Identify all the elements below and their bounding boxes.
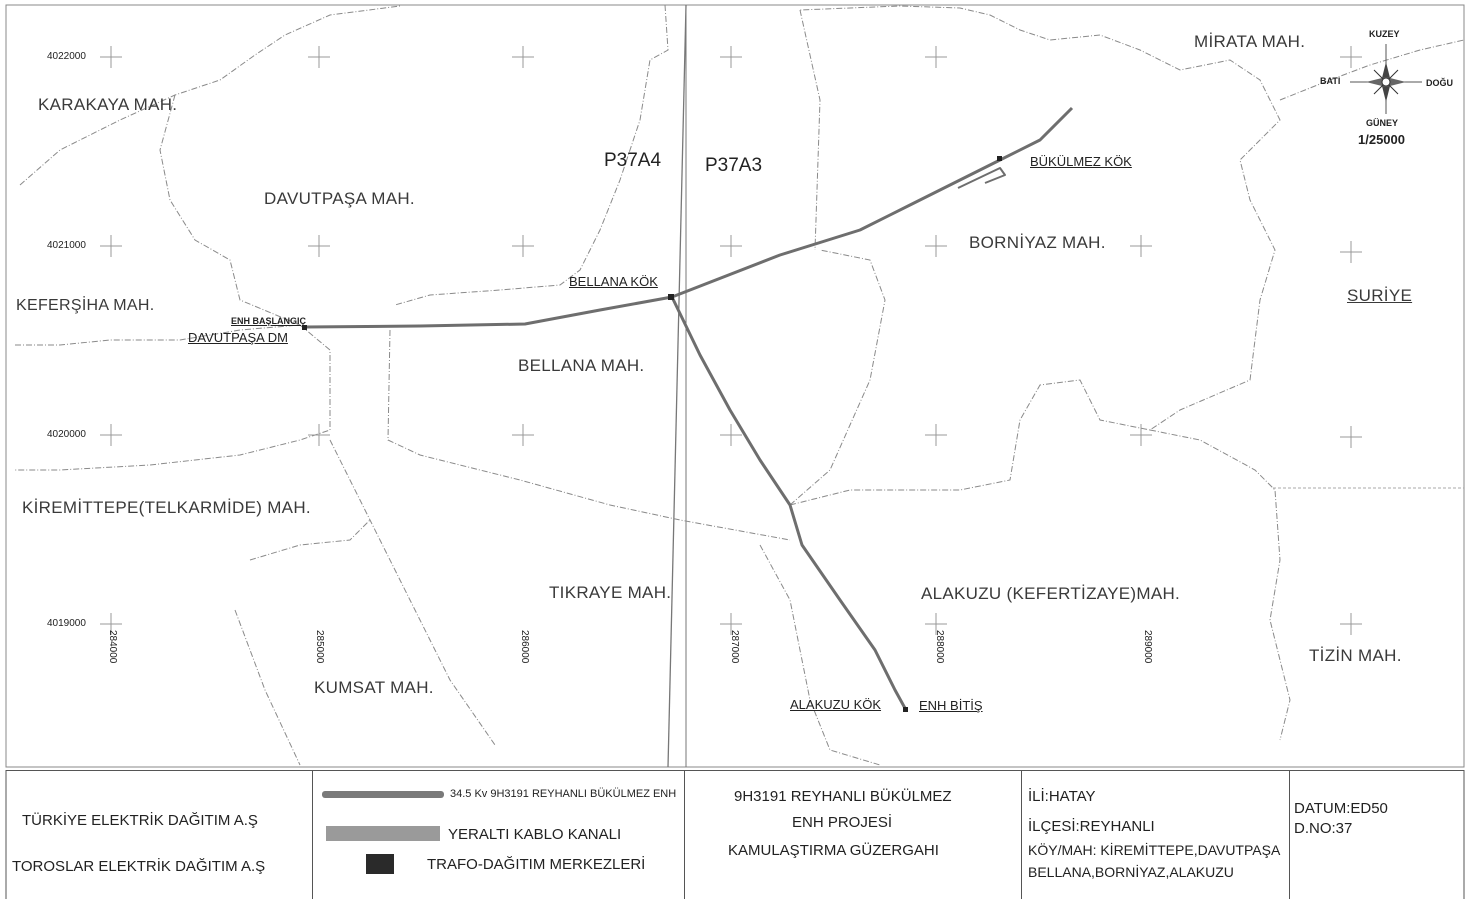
area-label-kiremittepe: KİREMİTTEPE(TELKARMİDE) MAH. [22,498,311,517]
area-label-tikraye: TIKRAYE MAH. [549,583,672,602]
area-label-davutpasa: DAVUTPAŞA MAH. [264,189,415,208]
sheet-label-left: P37A4 [604,150,662,171]
point-label-davutpasa-dm: DAVUTPAŞA DM [188,330,288,345]
title-block-divider [1021,770,1022,899]
map-area: KARAKAYA MAH. DAVUTPAŞA MAH. KEFERŞİHA M… [5,4,1465,768]
boundary-karakaya [19,5,401,186]
project-title-line1: 9H3191 REYHANLI BÜKÜLMEZ [734,788,952,805]
company-name-tedas: TÜRKİYE ELEKTRİK DAĞITIM A.Ş [22,812,258,829]
easting-label: 284000 [107,630,118,664]
compass-star-icon [1350,44,1422,114]
boundary-kumsat-north [249,519,371,561]
point-label-bukulmez-kok: BÜKÜLMEZ KÖK [1030,154,1132,169]
title-block-frame [5,770,1465,899]
map-scale: 1/25000 [1358,132,1405,147]
easting-label: 288000 [934,630,945,664]
area-label-bellana: BELLANA MAH. [518,356,645,375]
point-label-bellana-kok: BELLANA KÖK [569,274,658,289]
route-segment-south [670,296,908,711]
map-drawing [5,4,1465,768]
boundary-davutpasa-east [394,4,669,306]
node-bukulmez-kok [997,156,1002,161]
area-label-mirata: MİRATA MAH. [1194,32,1306,51]
location-koy-line2: BELLANA,BORNİYAZ,ALAKUZU [1028,864,1234,880]
boundary-tikraye-alakuzu [759,544,881,766]
area-label-karakaya: KARAKAYA MAH. [38,95,178,114]
point-label-enh-bitis: ENH BİTİŞ [919,698,983,713]
node-enh-bitis [903,707,908,712]
northing-label: 4019000 [47,618,86,629]
project-title-line2: ENH PROJESİ [792,814,893,831]
location-koy-line1: KÖY/MAH: KİREMİTTEPE,DAVUTPAŞA [1028,842,1281,858]
boundary-bellana-south [387,329,791,541]
route-segment-bukulmez-spur [957,167,1006,189]
legend-trafo-swatch [366,854,394,874]
easting-label: 285000 [314,630,325,664]
route-segment-west [304,295,673,329]
grid-crosses [100,46,1362,635]
compass-west-label: BATI [1320,76,1341,86]
easting-label: 286000 [519,630,530,664]
easting-label: 289000 [1142,630,1153,664]
legend-trafo-label: TRAFO-DAĞITIM MERKEZLERİ [427,856,646,873]
company-name-toroslar: TOROSLAR ELEKTRİK DAĞITIM A.Ş [12,858,266,875]
boundary-kiremittepe [15,324,331,471]
boundary-kumsat-west [234,609,301,766]
compass-east-label: DOĞU [1426,78,1453,88]
legend-cable-label: YERALTI KABLO KANALI [448,826,622,843]
title-block: TÜRKİYE ELEKTRİK DAĞITIM A.Ş TOROSLAR EL… [0,770,1474,899]
drawing-number: D.NO:37 [1294,820,1353,837]
node-bellana-kok [668,294,674,300]
point-label-alakuzu-kok: ALAKUZU KÖK [790,697,882,712]
neighbourhood-boundaries [15,4,1465,766]
area-label-alakuzu: ALAKUZU (KEFERTİZAYE)MAH. [921,584,1181,603]
boundary-borniyaz [789,5,1281,506]
boundary-alakuzu-east [1149,429,1291,741]
legend-cable-swatch [326,826,440,841]
northing-label: 4020000 [47,429,86,440]
compass-south-label: GÜNEY [1366,118,1399,128]
title-block-divider [312,770,313,899]
route-segment-northeast [671,106,1074,299]
legend-line-label: 34.5 Kv 9H3191 REYHANLI BÜKÜLMEZ ENH [450,788,677,800]
map-frame [5,4,1465,768]
point-label-enh-baslangic: ENH BAŞLANGIÇ [231,316,307,326]
sheet-label-right: P37A3 [705,155,763,176]
area-label-kefersiha: KEFERŞİHA MAH. [16,297,155,314]
location-il: İLİ:HATAY [1028,788,1096,805]
title-block-divider [1289,770,1290,899]
boundary-kefersiha [15,324,301,346]
datum-label: DATUM:ED50 [1294,800,1388,817]
area-label-borniyaz: BORNİYAZ MAH. [969,233,1106,252]
project-title-line3: KAMULAŞTIRMA GÜZERGAHI [728,842,939,859]
boundary-borniyaz-west [799,9,821,251]
easting-label: 287000 [729,630,740,664]
compass-rose: KUZEY BATI DOĞU [1318,28,1458,118]
compass-north-label: KUZEY [1369,29,1400,39]
area-label-tizin: TİZİN MAH. [1309,646,1402,665]
northing-label: 4022000 [47,51,86,62]
node-davutpasa-dm [302,325,307,330]
title-block-divider [684,770,685,899]
boundary-davutpasa-west [159,94,301,326]
northing-label: 4021000 [47,240,86,251]
boundary-bellana-east [789,249,886,506]
enh-route [304,106,1074,711]
boundary-mirata [1279,39,1465,101]
location-ilce: İLÇESİ:REYHANLI [1028,818,1155,835]
legend-line-swatch [322,791,444,798]
sheet-boundary-left [667,4,687,768]
area-label-kumsat: KUMSAT MAH. [314,678,434,697]
area-label-suriye: SURİYE [1347,286,1413,305]
boundary-kumsat-east [329,439,496,746]
